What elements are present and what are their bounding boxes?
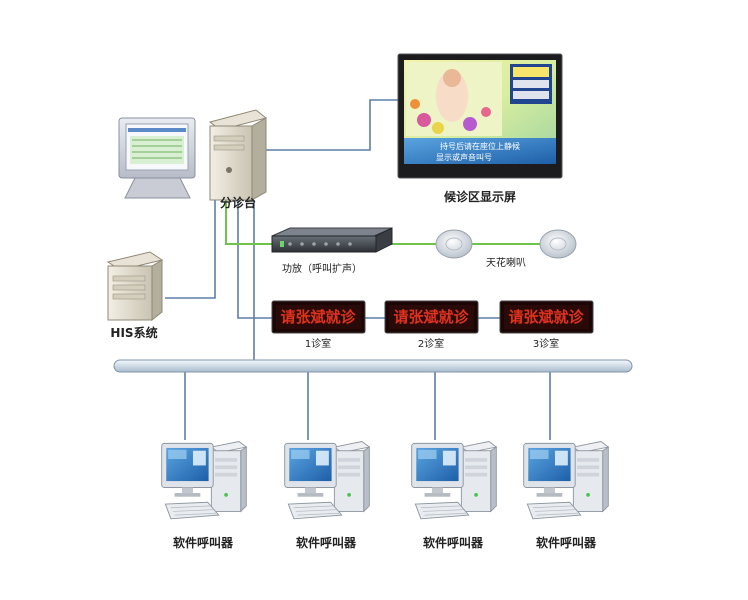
amplifier-label: 功放（呼叫扩声） bbox=[282, 264, 362, 275]
led-panel-1 bbox=[271, 300, 366, 334]
caller-pc-icon-3 bbox=[411, 441, 497, 520]
caller-2-label: 软件呼叫器 bbox=[295, 536, 357, 550]
display-ticker-line-2: 显示或声音叫号 bbox=[436, 152, 492, 162]
waiting-display-screen bbox=[397, 53, 563, 179]
caller-3-label: 软件呼叫器 bbox=[422, 536, 484, 550]
ceiling-speaker-icon-2 bbox=[539, 229, 577, 259]
caller-pc-icon-2 bbox=[284, 441, 370, 520]
network-bus bbox=[113, 359, 633, 373]
waiting-display-label: 候诊区显示屏 bbox=[443, 190, 517, 204]
ceiling-speaker-icon-1 bbox=[435, 229, 473, 259]
caller-1-label: 软件呼叫器 bbox=[172, 536, 234, 550]
led-panel-3-text: 请张斌就诊 bbox=[508, 308, 584, 326]
room-1-label: 1诊室 bbox=[304, 339, 332, 350]
triage-desk-label: 分诊台 bbox=[219, 196, 257, 210]
his-server-icon bbox=[106, 251, 164, 322]
led-panel-2-text: 请张斌就诊 bbox=[393, 308, 469, 326]
led-panel-2 bbox=[384, 300, 479, 334]
caller-pc-icon-1 bbox=[161, 441, 247, 520]
led-panel-1-text: 请张斌就诊 bbox=[280, 308, 356, 326]
his-system-label: HIS系统 bbox=[110, 326, 158, 340]
audio-lines bbox=[225, 200, 540, 245]
triage-tower-icon bbox=[208, 109, 268, 201]
amplifier-icon bbox=[271, 227, 393, 253]
led-panel-3 bbox=[499, 300, 594, 334]
caller-pc-icon-4 bbox=[523, 441, 609, 520]
ceiling-speaker-label: 天花喇叭 bbox=[486, 258, 526, 269]
network-lines bbox=[165, 99, 551, 440]
room-3-label: 3诊室 bbox=[532, 339, 560, 350]
triage-monitor-icon bbox=[118, 117, 196, 199]
caller-4-label: 软件呼叫器 bbox=[535, 536, 597, 550]
room-2-label: 2诊室 bbox=[417, 339, 445, 350]
display-ticker-line-1: 持号后请在座位上静候 bbox=[440, 141, 520, 151]
